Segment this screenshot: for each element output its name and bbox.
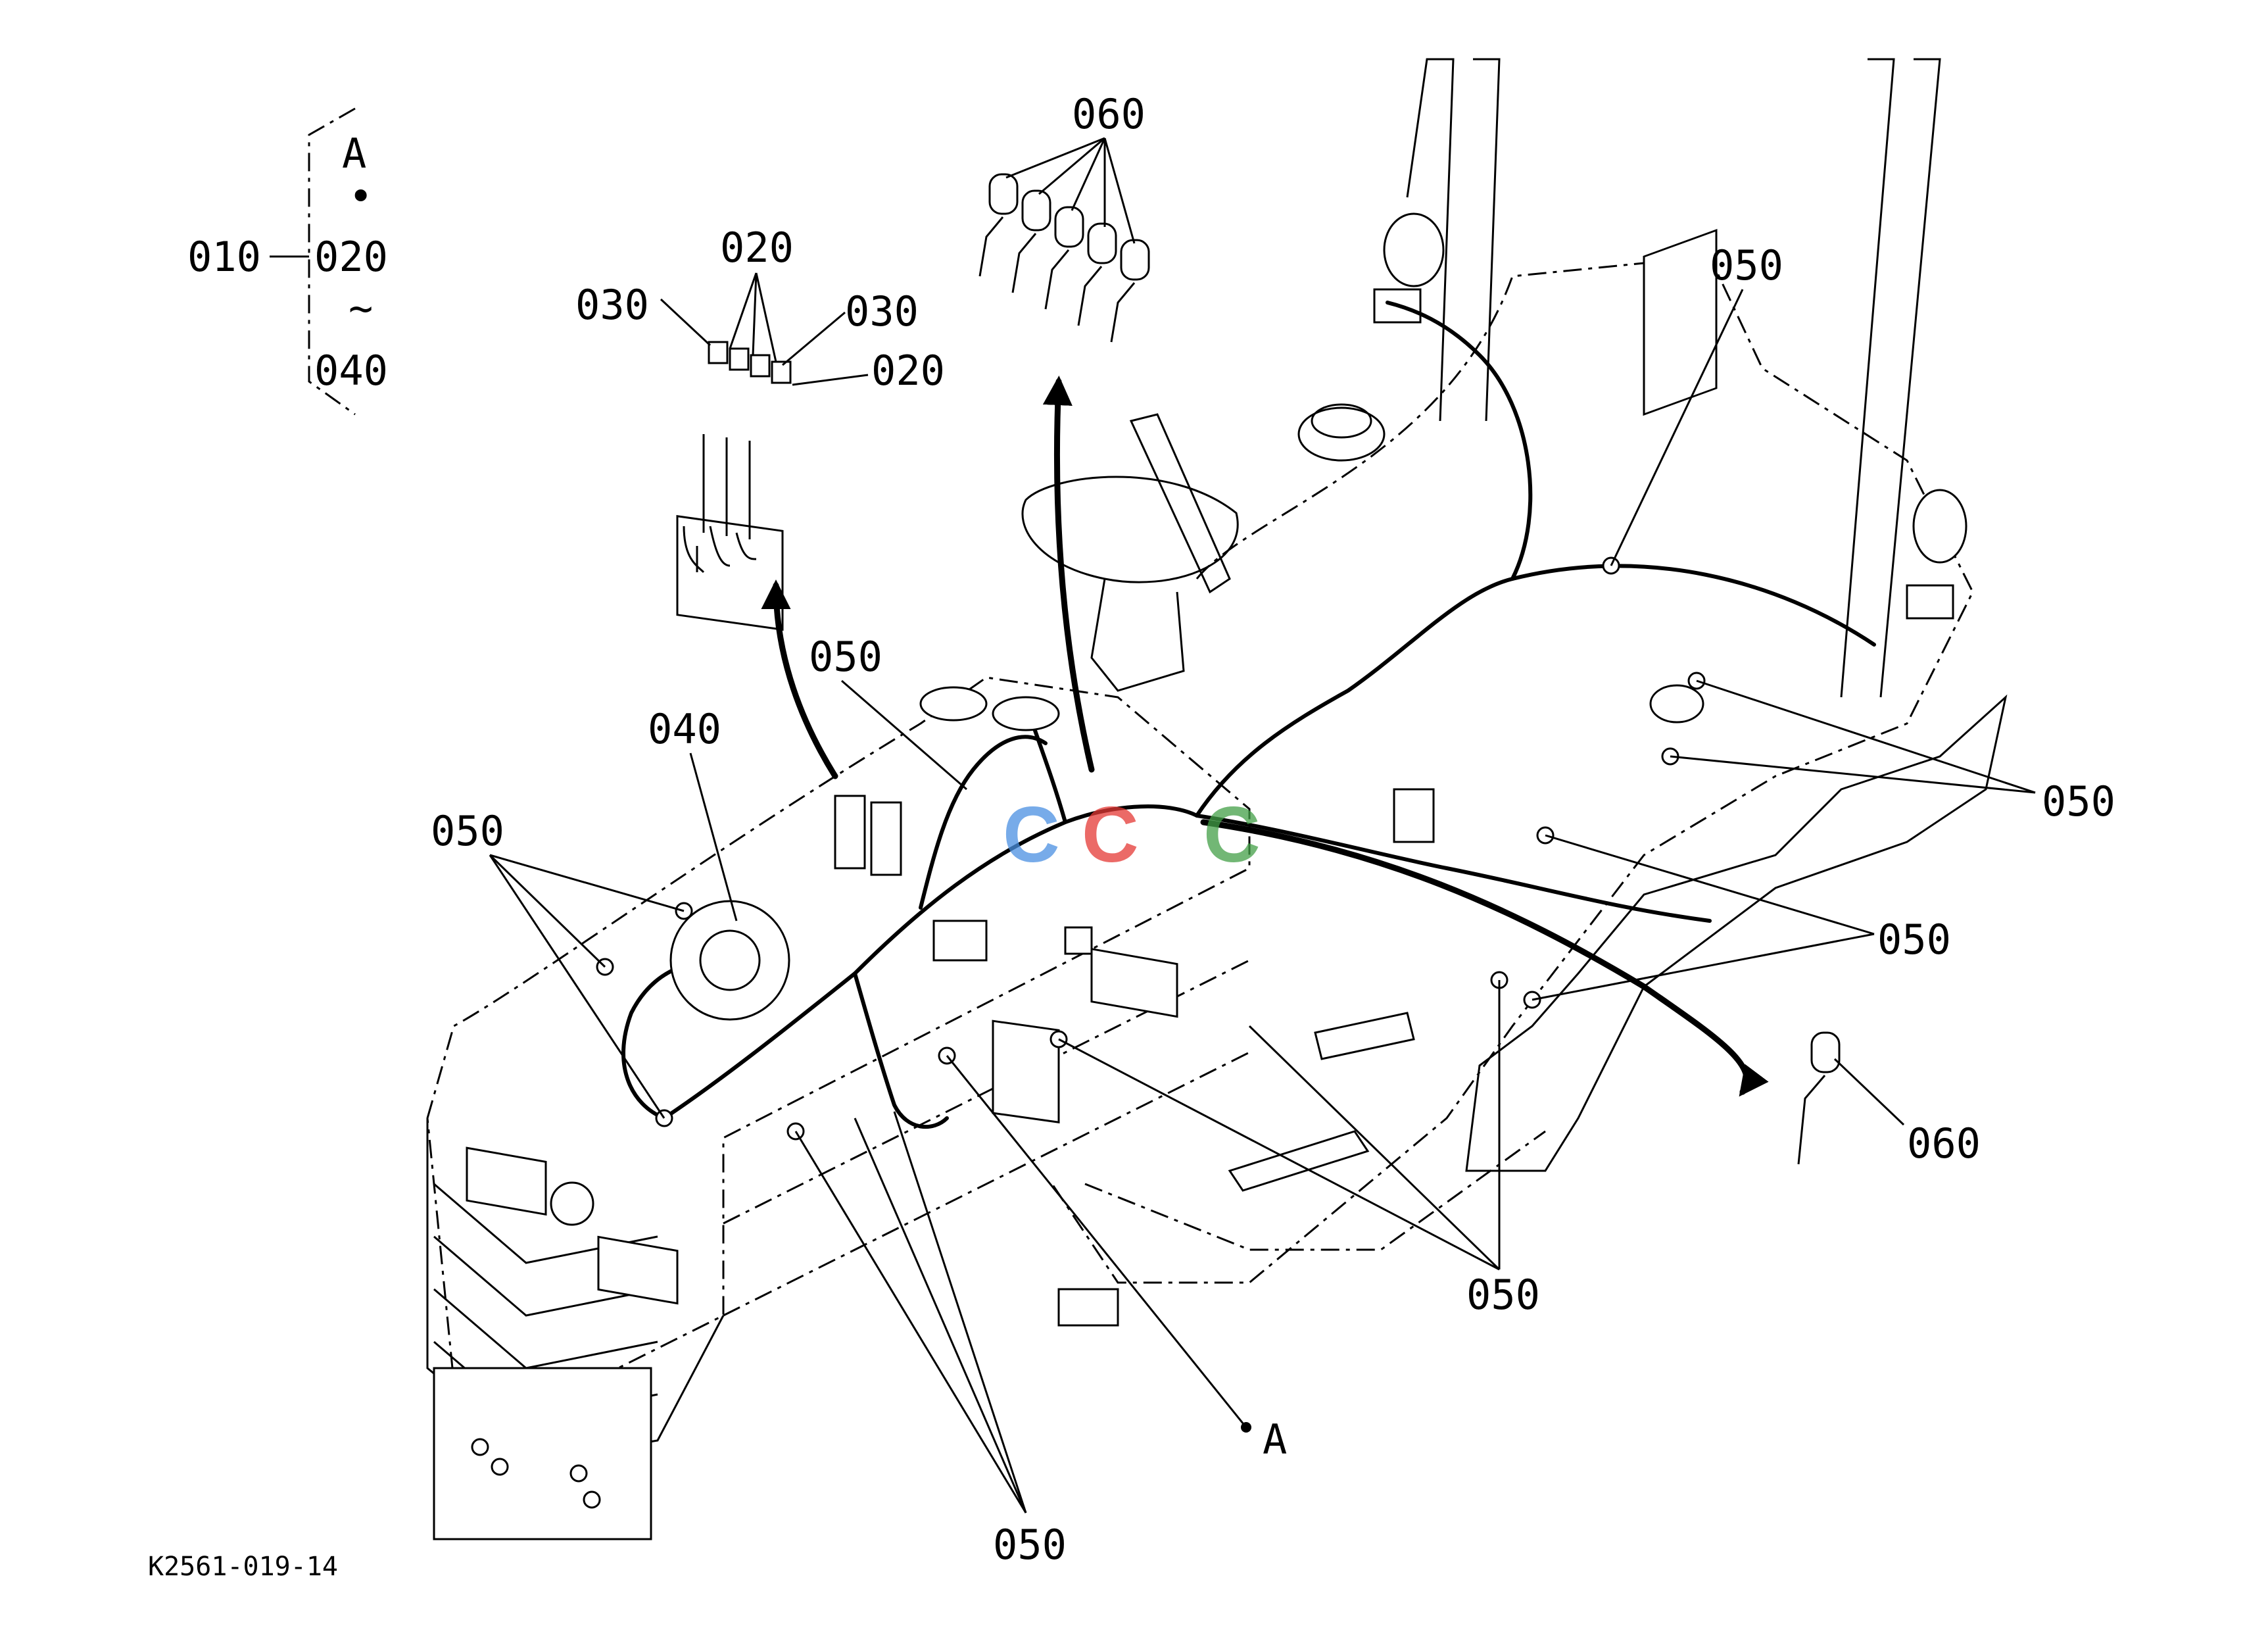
callout-030-left: 030 (575, 281, 649, 329)
bulb-4 (1087, 222, 1117, 264)
harness-clamps (596, 556, 1706, 1141)
work-light-right (1912, 489, 1967, 564)
callout-030-right: 030 (845, 287, 919, 335)
dash-gauge-left (919, 686, 988, 722)
harness-rops-branch (1386, 301, 1533, 581)
rear-socket (1649, 684, 1704, 724)
callout-060-top: 060 (1072, 90, 1146, 138)
harness-dash-branch (919, 735, 1048, 910)
wire-harness (621, 301, 1876, 1129)
bulb-2 (1021, 189, 1051, 232)
headlight-left (466, 1146, 547, 1216)
relay-c (1064, 926, 1093, 955)
callout-a-point: A (1263, 1415, 1287, 1463)
hood (426, 676, 1251, 1449)
watermark-letter-3: C (1203, 791, 1261, 879)
bulb-1 (988, 173, 1019, 215)
legend-item-020: 020 (314, 233, 388, 281)
rear-bulb-detail (1797, 1031, 1841, 1165)
ground-block (1057, 1288, 1119, 1327)
harness-rear-branch (1195, 564, 1876, 818)
callout-060-rear: 060 (1907, 1119, 1981, 1168)
callout-050-dash: 050 (809, 633, 882, 681)
fuse-1 (708, 341, 729, 364)
arrow-to-rear-bulb (1200, 819, 1769, 1097)
harness-main-trunk (1195, 814, 1712, 923)
fuse-box-body (676, 515, 784, 631)
headlight-right (597, 1235, 679, 1305)
legend-item-dot: • (349, 172, 373, 220)
fuse-box-detail (676, 341, 792, 631)
fuse-3 (750, 354, 771, 378)
control-lever (1129, 413, 1231, 594)
callout-050-right-lower: 050 (1877, 916, 1951, 964)
harness-horn-branch (853, 971, 949, 1129)
rear-bulb (1810, 1031, 1841, 1073)
fuse-2 (729, 347, 750, 371)
callout-020-right: 020 (871, 347, 945, 395)
rops-right (1840, 58, 1941, 698)
connector-block (932, 920, 988, 962)
tractor-outline (426, 58, 2008, 1540)
turn-lamp-right (1906, 584, 1954, 620)
legend-parent-label: 010 (187, 233, 261, 281)
drawing-code: K2561-019-14 (148, 1552, 338, 1582)
starter-switch (1393, 788, 1435, 843)
front-bumper (433, 1367, 652, 1540)
callout-040: 040 (648, 705, 721, 753)
relay-b (870, 801, 902, 876)
legend-bracket (308, 107, 356, 416)
bulb-5 (1120, 239, 1150, 281)
watermark-letter-1: C (1003, 791, 1060, 879)
harness-front-trunk (662, 804, 1199, 1120)
watermark-letter-2: C (1082, 791, 1139, 879)
horn (550, 1181, 594, 1226)
cab-body (1051, 255, 1974, 1284)
callout-050-bottom-right: 050 (1466, 1271, 1540, 1319)
bulb-set-detail (978, 173, 1150, 343)
rear-bracket (1643, 228, 1718, 416)
legend-group: 010 A • 020 ~ 040 (187, 107, 388, 416)
callout-050-front: 050 (431, 807, 504, 855)
relay-a (834, 795, 866, 870)
rear-fender (1465, 694, 2008, 1172)
work-light-left (1383, 212, 1445, 287)
steering-wheel (1021, 476, 1239, 583)
legend-item-040: 040 (314, 347, 388, 395)
rops-left (1406, 58, 1501, 422)
callout-050-rops: 050 (1710, 241, 1783, 289)
arrow-to-bulbs (1042, 376, 1095, 773)
instrument-cluster (669, 900, 790, 1021)
legend-item-tilde: ~ (349, 284, 373, 332)
fuel-cap (1297, 406, 1386, 462)
switch-panel (1090, 947, 1178, 1018)
callout-020-top: 020 (720, 224, 794, 272)
control-unit (992, 1020, 1060, 1123)
fuse-4 (771, 360, 792, 384)
dash-gauge-right (992, 696, 1060, 731)
arrow-to-fuse-box (761, 579, 838, 779)
legend-item-a: A (342, 130, 366, 178)
callout-050-right-upper: 050 (2042, 777, 2115, 825)
bulb-3 (1054, 206, 1084, 248)
watermark: C C C (1003, 791, 1261, 879)
callout-050-bottom: 050 (993, 1521, 1067, 1569)
